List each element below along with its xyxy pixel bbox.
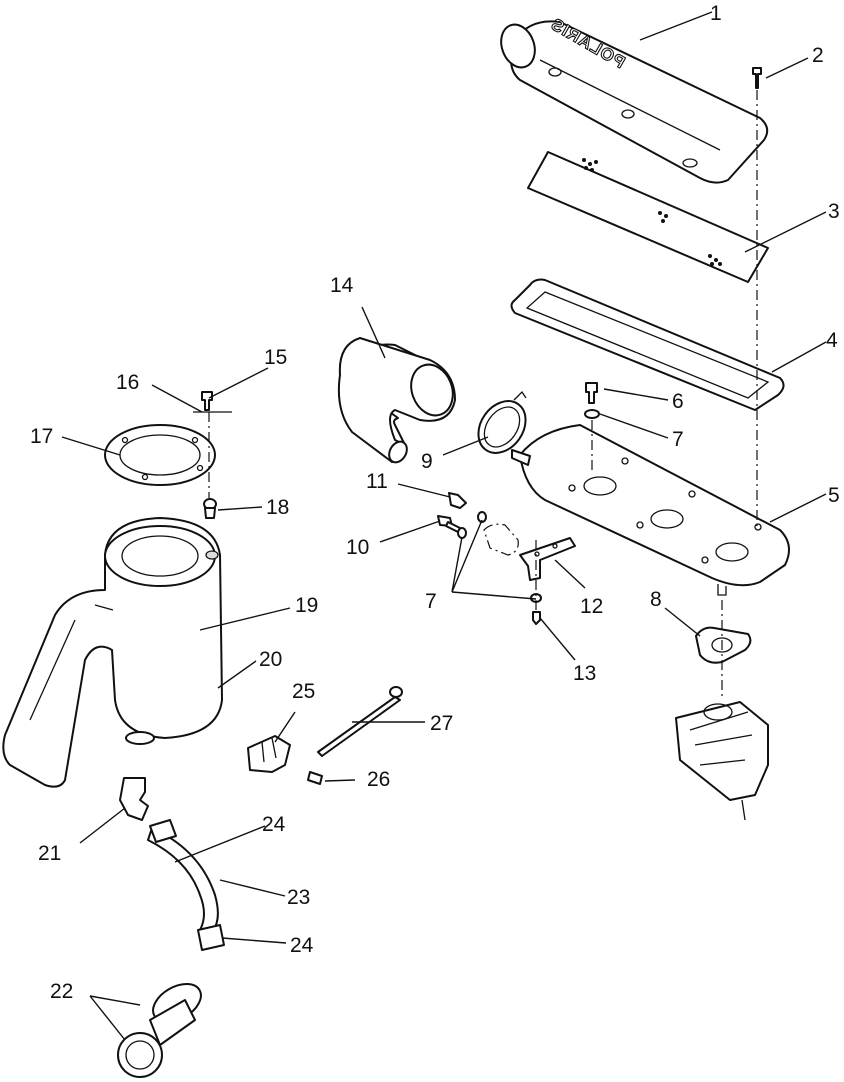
part-screw-13 [532, 611, 541, 625]
callout-5: 5 [828, 484, 840, 507]
part-screw-11 [448, 492, 467, 509]
callout-16: 16 [116, 371, 139, 394]
callout-25: 25 [292, 680, 315, 703]
part-carburetor [675, 701, 769, 821]
part-bolt-upper [584, 382, 600, 419]
callout-19: 19 [295, 594, 318, 617]
callout-26: 26 [367, 768, 390, 791]
part-gasket-frame [510, 278, 785, 411]
callout-17: 17 [30, 425, 53, 448]
part-fastener-26 [307, 771, 323, 785]
callout-labels: 1 2 3 4 5 6 7 7 8 9 10 11 12 13 14 15 16… [30, 2, 840, 1003]
part-filter-screen [527, 151, 769, 283]
callout-23: 23 [287, 886, 310, 909]
callout-1: 1 [710, 2, 722, 25]
callout-12: 12 [580, 595, 603, 618]
callout-15: 15 [264, 346, 287, 369]
part-flange-gasket [695, 626, 752, 664]
part-screw-10 [437, 515, 461, 533]
callout-21: 21 [38, 842, 61, 865]
callout-8: 8 [650, 588, 662, 611]
callout-24a: 24 [262, 813, 286, 836]
part-screw-15 [201, 391, 213, 411]
part-hose-clamp-24 [149, 819, 225, 951]
assembly-lines [193, 90, 758, 700]
callout-22: 22 [50, 980, 73, 1003]
part-air-box-cover: POLARIS [500, 14, 769, 184]
part-clip-25 [247, 735, 291, 773]
part-air-box-base [511, 424, 790, 596]
callout-13: 13 [573, 662, 596, 685]
callout-9: 9 [421, 450, 433, 473]
part-silencer [2, 517, 223, 788]
leader-lines [61, 11, 827, 1041]
part-grommet-18 [203, 498, 217, 519]
callout-2: 2 [812, 44, 824, 67]
part-tie-strap-27 [317, 686, 403, 757]
part-hose-clamp [477, 390, 527, 454]
callout-7a: 7 [672, 428, 684, 451]
callout-18: 18 [266, 496, 289, 519]
callout-7b: 7 [425, 590, 437, 613]
callout-11: 11 [366, 470, 388, 493]
part-screw-cover [752, 67, 762, 89]
part-drain-valve [117, 983, 202, 1078]
callout-20: 20 [259, 648, 282, 671]
callout-27: 27 [430, 712, 453, 735]
callout-24b: 24 [290, 934, 314, 957]
callout-4: 4 [826, 329, 838, 352]
part-drain-hose [147, 827, 219, 933]
part-bracket [483, 523, 576, 581]
part-ring-plate [104, 424, 216, 486]
callout-14: 14 [330, 274, 354, 297]
callout-10: 10 [346, 536, 369, 559]
callout-3: 3 [828, 200, 840, 223]
part-intake-elbow [337, 337, 456, 464]
part-elbow-fitting [119, 777, 149, 821]
callout-6: 6 [672, 390, 684, 413]
